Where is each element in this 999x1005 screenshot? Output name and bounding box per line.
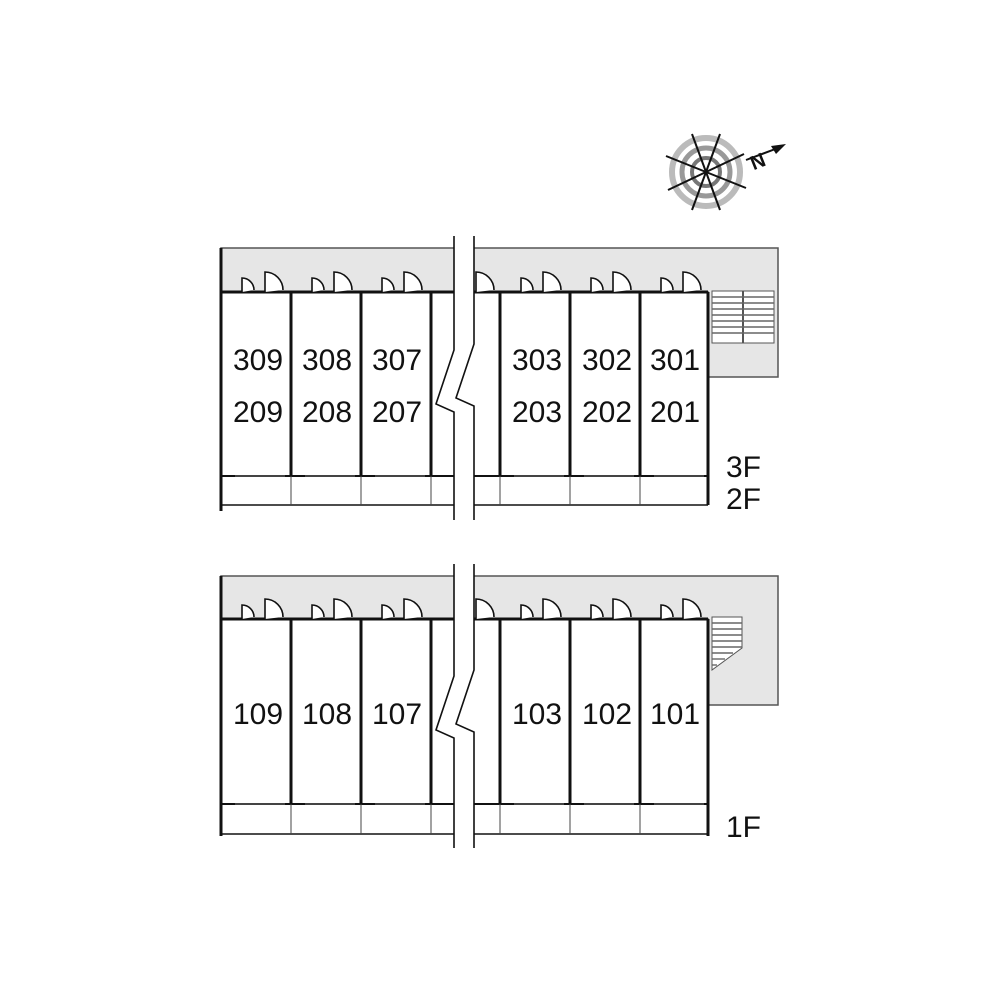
unit-202: 202 bbox=[582, 396, 632, 429]
unit-103: 103 bbox=[512, 698, 562, 731]
lower-unit-labels: 109 108 107 103 102 101 1F bbox=[233, 698, 761, 844]
unit-303: 303 bbox=[512, 344, 562, 377]
unit-301: 301 bbox=[650, 344, 700, 377]
unit-101: 101 bbox=[650, 698, 700, 731]
floor-label-1f: 1F bbox=[726, 811, 761, 844]
unit-208: 208 bbox=[302, 396, 352, 429]
lower-block bbox=[219, 564, 779, 848]
unit-309: 309 bbox=[233, 344, 283, 377]
compass-rose-icon: N bbox=[665, 133, 786, 211]
unit-207: 207 bbox=[372, 396, 422, 429]
unit-307: 307 bbox=[372, 344, 422, 377]
floor-label-3f: 3F bbox=[726, 451, 761, 484]
floor-label-2f: 2F bbox=[726, 483, 761, 516]
upper-stairs bbox=[711, 290, 775, 344]
upper-block bbox=[219, 236, 779, 520]
unit-308: 308 bbox=[302, 344, 352, 377]
unit-109: 109 bbox=[233, 698, 283, 731]
unit-102: 102 bbox=[582, 698, 632, 731]
unit-107: 107 bbox=[372, 698, 422, 731]
unit-108: 108 bbox=[302, 698, 352, 731]
upper-unit-labels: 309 308 307 303 302 301 209 208 207 203 … bbox=[233, 344, 761, 516]
unit-203: 203 bbox=[512, 396, 562, 429]
lower-stairs bbox=[711, 616, 743, 671]
unit-201: 201 bbox=[650, 396, 700, 429]
unit-209: 209 bbox=[233, 396, 283, 429]
unit-302: 302 bbox=[582, 344, 632, 377]
